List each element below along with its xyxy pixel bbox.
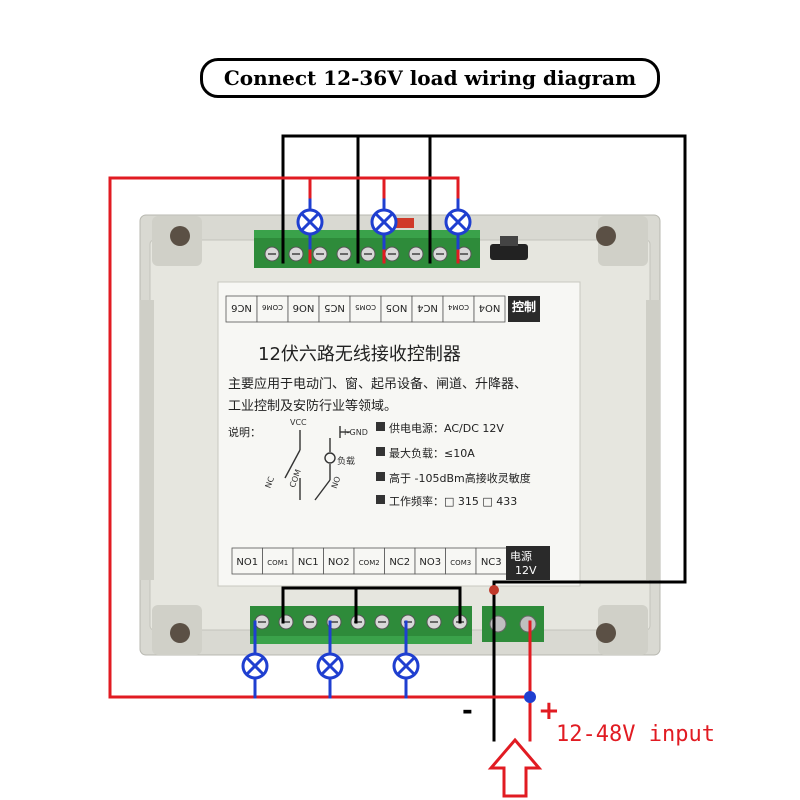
lamp-icon <box>241 652 269 680</box>
diagram-title: Connect 12-36V load wiring diagram <box>200 58 660 98</box>
logo-text: 控制 <box>512 300 537 314</box>
bottom-terminal-label-no3: NO3 <box>419 557 441 568</box>
bottom-terminal-label-no2: NO2 <box>328 557 350 568</box>
relay-enclosure <box>139 214 661 656</box>
bottom-terminal-label-nc3: NC3 <box>481 557 502 568</box>
schematic-load: 负载 <box>337 457 356 467</box>
spec-bullets <box>376 422 385 504</box>
input-label: 12-48V input <box>556 722 715 747</box>
top-terminal-label-com5: COM5 <box>355 303 376 311</box>
power-block-voltage: 12V <box>515 564 537 577</box>
wire-red-main <box>108 176 532 742</box>
bottom-terminal-label-com1: COM1 <box>267 559 288 567</box>
panel-desc-line-2: 工业控制及安防行业等领域。 <box>228 399 398 414</box>
bottom-terminal-labels: NO1 COM1 NC1 NO2 COM2 NC2 NO3 COM3 NC3 <box>231 547 507 575</box>
lamp-icon <box>316 652 344 680</box>
bottom-terminal-label-nc2: NC2 <box>389 557 410 568</box>
spec-sensitivity: 高于 -105dBm高接收灵敏度 <box>389 472 531 485</box>
junction-dot <box>524 691 536 703</box>
bottom-terminal-label-no1: NO1 <box>236 557 258 568</box>
top-terminal-labels: NC6 COM6 NO6 NC5 COM5 NO5 NC4 COM4 NO4 <box>225 295 506 323</box>
top-terminal-label-no6: NO6 <box>293 302 315 313</box>
power-block-label: 电源 <box>510 550 532 563</box>
lamp-icon <box>370 208 398 236</box>
bottom-terminal-label-com3: COM3 <box>450 559 471 567</box>
lamp-icon <box>392 652 420 680</box>
top-terminal-label-com4: COM4 <box>448 303 469 311</box>
mount-hole <box>170 226 190 246</box>
wire-black-bottom-common <box>281 586 462 624</box>
junction-dot <box>489 585 499 595</box>
panel-title: 12伏六路无线接收控制器 <box>258 344 461 365</box>
lamp-icon <box>444 208 472 236</box>
bottom-terminal-label-nc1: NC1 <box>298 557 319 568</box>
mount-hole <box>170 623 190 643</box>
plus-label: + <box>538 696 560 726</box>
top-terminal-label-com6: COM6 <box>262 303 283 311</box>
power-block <box>506 546 550 580</box>
spec-frequency: 工作频率：□ 315 □ 433 <box>389 495 518 508</box>
spec-max-load: 最大负载：≤10A <box>389 447 475 460</box>
top-terminal-label-nc5: NC5 <box>324 302 345 313</box>
schematic-gnd: I-GND <box>344 428 368 437</box>
diagram-title-text: Connect 12-36V load wiring diagram <box>223 66 637 90</box>
top-terminal-label-nc4: NC4 <box>417 302 438 313</box>
spec-power: 供电电源：AC/DC 12V <box>389 422 504 435</box>
top-terminal-label-no5: NO5 <box>386 302 408 313</box>
wire-black-main <box>281 134 687 742</box>
mount-hole <box>596 226 616 246</box>
input-arrow-icon <box>487 737 543 798</box>
minus-label: - <box>462 696 473 726</box>
panel-desc-line-1: 主要应用于电动门、窗、起吊设备、闸道、升降器、 <box>228 377 528 392</box>
top-terminal-block <box>254 218 528 268</box>
logo-block <box>508 296 540 322</box>
lamp-icon <box>296 208 324 236</box>
explain-label: 说明： <box>228 426 261 439</box>
bottom-terminal-label-com2: COM2 <box>359 559 380 567</box>
mount-hole <box>596 623 616 643</box>
panel-schematic <box>284 426 350 501</box>
schematic-vcc: VCC <box>290 418 307 427</box>
top-terminal-label-no4: NO4 <box>479 302 501 313</box>
bottom-terminal-block <box>250 606 544 644</box>
top-terminal-label-nc6: NC6 <box>231 302 252 313</box>
